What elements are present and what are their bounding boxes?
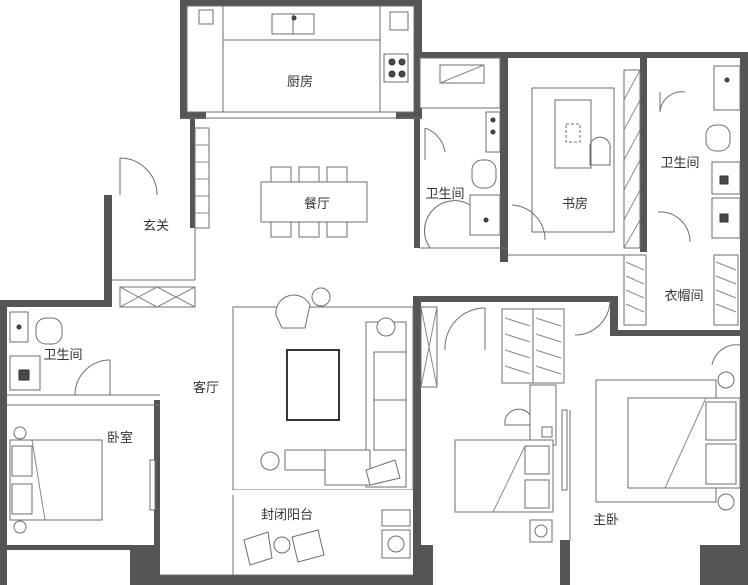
toilet-icon	[471, 159, 497, 189]
entrance-door	[119, 157, 196, 308]
label-dining: 餐厅	[304, 196, 330, 212]
toilet-icon-left	[35, 317, 63, 345]
center-bathroom-fixtures	[419, 57, 501, 249]
label-bedroom: 卧室	[107, 430, 133, 446]
label-living: 客厅	[193, 380, 219, 396]
stove-icon	[383, 53, 409, 83]
desk-icon	[554, 99, 592, 169]
washbasin-icon	[469, 194, 501, 236]
label-bathroom-center: 卫生间	[425, 187, 464, 202]
study-fixtures	[511, 69, 641, 249]
label-kitchen: 厨房	[287, 74, 313, 90]
kitchen-fixtures	[186, 5, 415, 113]
bookshelf	[623, 69, 641, 249]
label-entrance: 玄关	[143, 219, 169, 234]
middle-bedroom-fixtures	[420, 306, 568, 543]
room-labels: 厨房 餐厅 玄关 卫生间 书房 卫生间 衣帽间 卫生间 卧室 客厅 封闭阳台 主…	[43, 74, 703, 528]
living-room-furniture	[232, 287, 414, 495]
toilet-icon-right	[705, 124, 731, 152]
right-bathroom-fixtures	[657, 65, 741, 243]
label-bathroom-left: 卫生间	[43, 348, 82, 363]
left-bathroom-fixtures	[9, 311, 111, 396]
label-master-bedroom: 主卧	[593, 513, 619, 528]
interior-lines	[7, 5, 640, 576]
balcony-furniture	[232, 495, 411, 575]
label-bathroom-right: 卫生间	[660, 156, 699, 171]
master-bedroom-fixtures	[569, 344, 741, 540]
fridge-icon	[198, 9, 214, 25]
dining-table	[260, 166, 368, 238]
label-closet: 衣帽间	[664, 288, 703, 304]
label-study: 书房	[562, 196, 588, 212]
closet-fixtures	[574, 254, 739, 336]
armchair	[275, 294, 311, 329]
bedroom-bed	[9, 426, 156, 534]
label-balcony: 封闭阳台	[261, 508, 313, 523]
dining-cabinet	[194, 127, 210, 229]
shoe-cabinet	[119, 286, 196, 308]
